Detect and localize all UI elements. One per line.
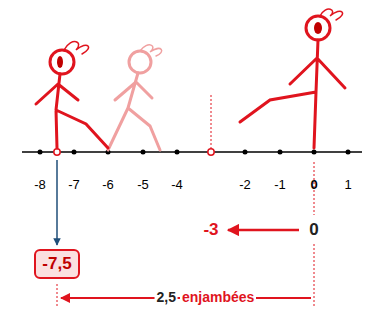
stick-figure-left xyxy=(36,42,108,148)
tick-label: 0 xyxy=(310,178,317,192)
tick-label: -4 xyxy=(171,178,183,192)
tick-label: -1 xyxy=(274,178,286,192)
tick-label: -7 xyxy=(68,178,80,192)
open-point xyxy=(54,149,60,155)
eye xyxy=(57,56,63,68)
guide-line xyxy=(314,244,315,306)
tick-label: -8 xyxy=(34,178,46,192)
value-label: 2,5 xyxy=(155,290,178,305)
tick-label: -2 xyxy=(239,178,251,192)
value-box: -7,5 xyxy=(34,249,80,279)
eye xyxy=(314,22,322,34)
guide-line xyxy=(211,95,212,148)
value-label: -3 xyxy=(203,221,218,240)
tick-dots xyxy=(38,150,351,155)
stick-figure-faded xyxy=(108,45,162,150)
guide-line xyxy=(57,284,58,306)
move-arrow xyxy=(228,229,299,232)
tick-label: 1 xyxy=(344,178,351,192)
tick-label: -5 xyxy=(137,178,149,192)
tick-label: -6 xyxy=(102,178,114,192)
value-text: -7,5 xyxy=(42,254,71,274)
open-point xyxy=(208,149,214,155)
pointer-arrow xyxy=(56,160,58,245)
value-label: 0 xyxy=(309,221,318,240)
stick-figure-right xyxy=(240,9,345,148)
value-label: enjambées xyxy=(180,290,256,305)
